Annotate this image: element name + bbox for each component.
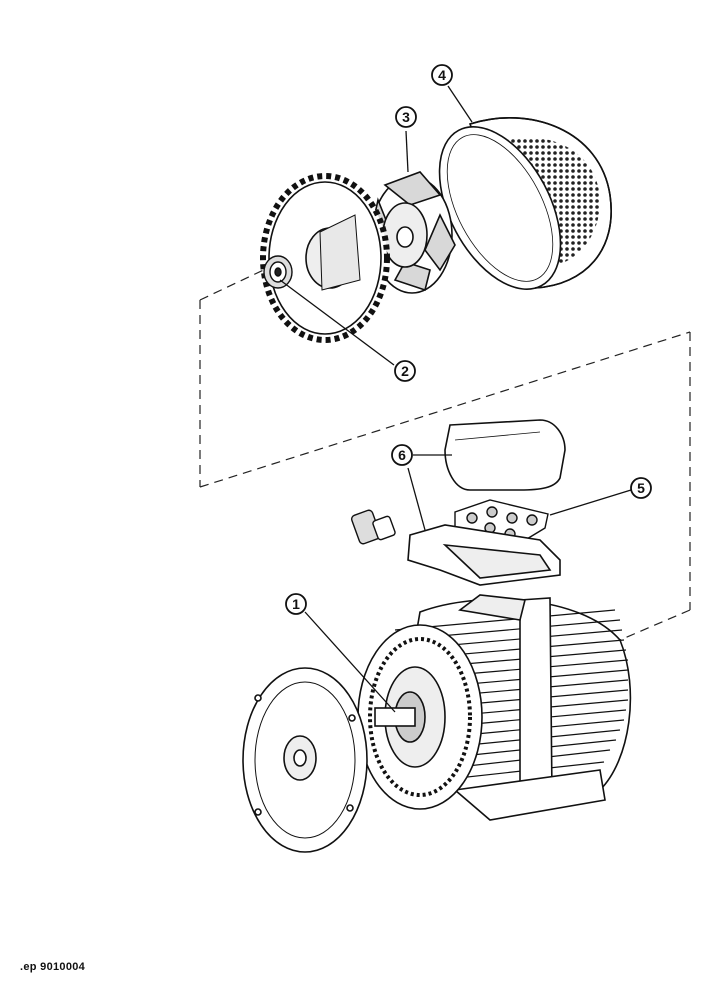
terminal-box-base-part bbox=[407, 524, 561, 586]
callout-4: 4 bbox=[431, 64, 453, 86]
figure-id-label: .ep 9010004 bbox=[20, 961, 86, 973]
svg-text:6: 6 bbox=[398, 447, 406, 463]
svg-text:5: 5 bbox=[637, 480, 645, 496]
callout-leader-lines bbox=[279, 85, 632, 713]
callout-6: 6 bbox=[391, 444, 413, 466]
callout-5: 5 bbox=[630, 477, 652, 499]
callout-3: 3 bbox=[395, 106, 417, 128]
gear-part bbox=[260, 173, 390, 343]
svg-text:2: 2 bbox=[401, 363, 409, 379]
svg-text:4: 4 bbox=[438, 67, 446, 83]
svg-text:1: 1 bbox=[292, 596, 300, 612]
svg-text:3: 3 bbox=[402, 109, 410, 125]
cable-gland-part bbox=[350, 509, 396, 545]
stator-rotor-part bbox=[357, 624, 483, 810]
assembly-dashed-lines bbox=[199, 265, 691, 641]
terminal-box-cover-part bbox=[444, 419, 566, 491]
bearing-part bbox=[263, 255, 293, 289]
callout-1: 1 bbox=[285, 593, 307, 615]
end-shield-part bbox=[242, 667, 368, 853]
callout-2: 2 bbox=[394, 360, 416, 382]
fan-cover-part bbox=[438, 117, 612, 290]
